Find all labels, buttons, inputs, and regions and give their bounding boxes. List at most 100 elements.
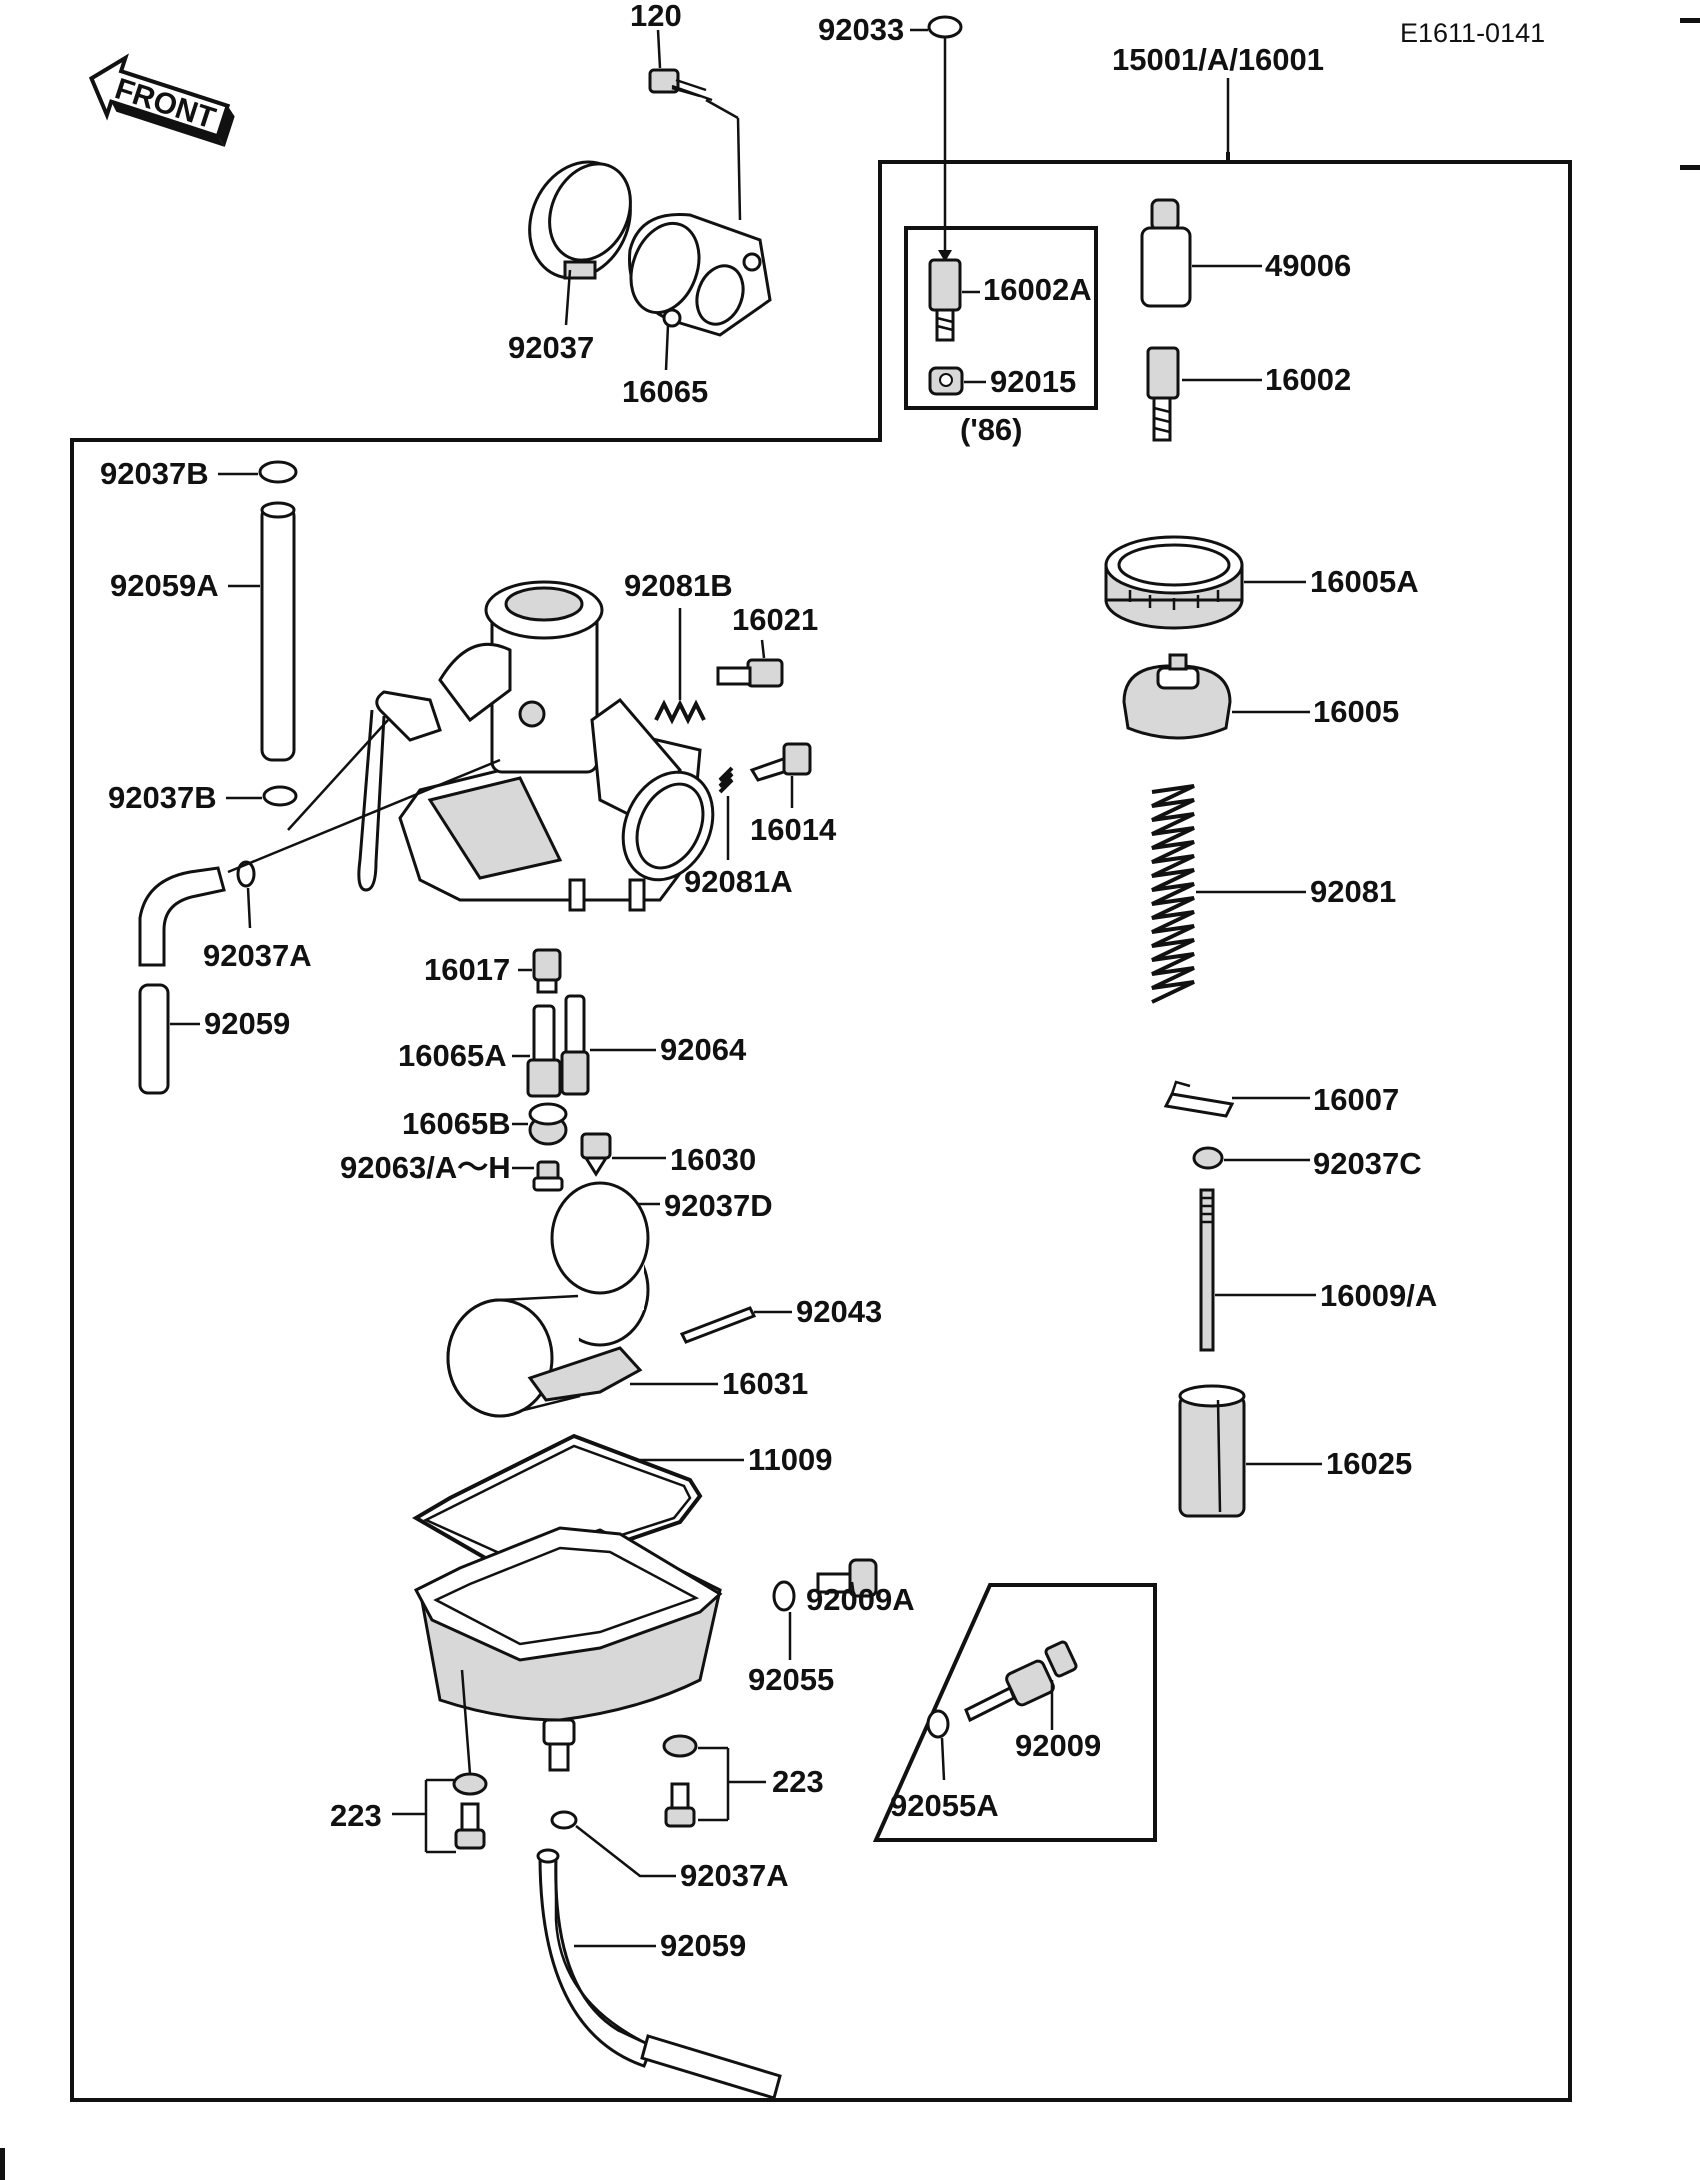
leader-line <box>460 1669 472 1775</box>
tube-92059A <box>260 501 296 762</box>
washer-92055 <box>772 1580 796 1612</box>
inset-box-86 <box>904 226 1098 410</box>
label-16014: 16014 <box>750 812 837 847</box>
drain-tube-92059 <box>536 1848 782 2100</box>
leader-line <box>227 758 501 874</box>
pin-92043 <box>679 1306 757 1344</box>
label-92037C: 92037C <box>1313 1146 1422 1181</box>
label-92064: 92064 <box>660 1032 747 1067</box>
cap-49006 <box>1140 198 1192 308</box>
clip-92037B-top <box>258 460 298 484</box>
screw-92009A <box>816 1558 878 1598</box>
leader-line <box>564 269 572 326</box>
pilot-jet-16017 <box>532 948 562 994</box>
label-92059-drain: 92059 <box>660 1928 746 1963</box>
screw-223-left <box>452 1772 488 1850</box>
adjuster-16002 <box>1146 346 1180 442</box>
arrow-head <box>938 250 952 262</box>
label-16031: 16031 <box>722 1366 808 1401</box>
spring-92081B <box>654 699 706 725</box>
label-92055: 92055 <box>748 1662 834 1697</box>
tube-92059-upper <box>138 866 226 967</box>
retainer-92037C <box>1192 1146 1224 1170</box>
label-223-left: 223 <box>330 1798 382 1833</box>
label-92037: 92037 <box>508 330 594 365</box>
label-92081A: 92081A <box>684 864 793 899</box>
leader-line <box>698 1746 766 1822</box>
leader-line <box>705 98 739 120</box>
edge-mark <box>1680 165 1700 170</box>
leader-line <box>850 1581 856 1597</box>
label-92033: 92033 <box>818 12 904 47</box>
label-92037A-upper: 92037A <box>203 938 312 973</box>
leader-line <box>575 1825 676 1878</box>
diagram-code: E1611-0141 <box>1400 18 1545 48</box>
carburetor-body <box>357 580 715 912</box>
label-16002: 16002 <box>1265 362 1351 397</box>
label-92037B-bottom: 92037B <box>108 780 217 815</box>
float-bowl <box>413 1526 723 1772</box>
leader-line <box>940 1737 946 1781</box>
clamp-92037 <box>528 160 632 280</box>
inset-box-pilot-screw <box>872 1583 1157 1842</box>
clip-16007 <box>1163 1080 1235 1118</box>
bolt-120 <box>648 68 713 102</box>
leader-line <box>392 1778 456 1854</box>
label-16030: 16030 <box>670 1142 756 1177</box>
clip-92037A-upper <box>236 860 256 888</box>
label-16065: 16065 <box>622 374 708 409</box>
holder-16065B <box>528 1102 568 1146</box>
needle-16002A <box>928 258 962 342</box>
label-16005: 16005 <box>1313 694 1399 729</box>
assembly-frame <box>70 152 1572 2102</box>
throttle-valve-16025 <box>1178 1384 1246 1518</box>
ring-nut-16005A <box>1104 535 1244 630</box>
edge-mark <box>1680 18 1700 23</box>
label-92009: 92009 <box>1015 1728 1101 1763</box>
label-92081: 92081 <box>1310 874 1396 909</box>
label-92063: 92063/A～H <box>340 1150 511 1185</box>
main-jet-92063 <box>532 1160 564 1192</box>
label-92043: 92043 <box>796 1294 882 1329</box>
leader-line <box>656 29 662 69</box>
assembly-label: 15001/A/16001 <box>1112 42 1324 77</box>
label-223-right: 223 <box>772 1764 824 1799</box>
jet-needle-16009A <box>1199 1188 1215 1352</box>
float-16031 <box>446 1181 650 1418</box>
edge-mark <box>0 2148 5 2180</box>
label-92059A: 92059A <box>110 568 219 603</box>
spring-92081A <box>718 766 734 794</box>
pilot-screw-92009 <box>964 1640 1078 1723</box>
leader-line <box>246 887 252 929</box>
label-92081B: 92081B <box>624 568 733 603</box>
label-92037B-top: 92037B <box>100 456 209 491</box>
label-16065B: 16065B <box>402 1106 511 1141</box>
label-16025: 16025 <box>1326 1446 1412 1481</box>
needle-jet-16065A <box>526 1004 562 1098</box>
tube-92059-lower <box>138 983 170 1095</box>
clip-92037B-bottom <box>262 785 298 807</box>
screw-16021 <box>716 658 784 688</box>
label-92037A-lower: 92037A <box>680 1858 789 1893</box>
label-16017: 16017 <box>424 952 510 987</box>
front-arrow-icon: FRONT <box>88 53 235 147</box>
label-92037D: 92037D <box>664 1188 773 1223</box>
year-note: ('86) <box>960 412 1023 447</box>
label-92015: 92015 <box>990 364 1076 399</box>
label-120: 120 <box>630 0 682 33</box>
clip-92037A-lower <box>550 1810 578 1830</box>
label-92059-left: 92059 <box>204 1006 290 1041</box>
label-16002A: 16002A <box>983 272 1092 307</box>
seat-92015 <box>928 366 964 396</box>
label-16009A: 16009/A <box>1320 1278 1437 1313</box>
spring-92081 <box>1151 784 1195 1004</box>
float-valve-16030 <box>580 1132 612 1177</box>
leader-line <box>760 639 766 659</box>
label-92055A: 92055A <box>890 1788 999 1823</box>
screw-223-right <box>662 1734 698 1828</box>
insulator-16065 <box>628 212 772 337</box>
label-16007: 16007 <box>1313 1082 1399 1117</box>
leader-line <box>287 719 389 831</box>
washer-92055A <box>926 1709 950 1739</box>
